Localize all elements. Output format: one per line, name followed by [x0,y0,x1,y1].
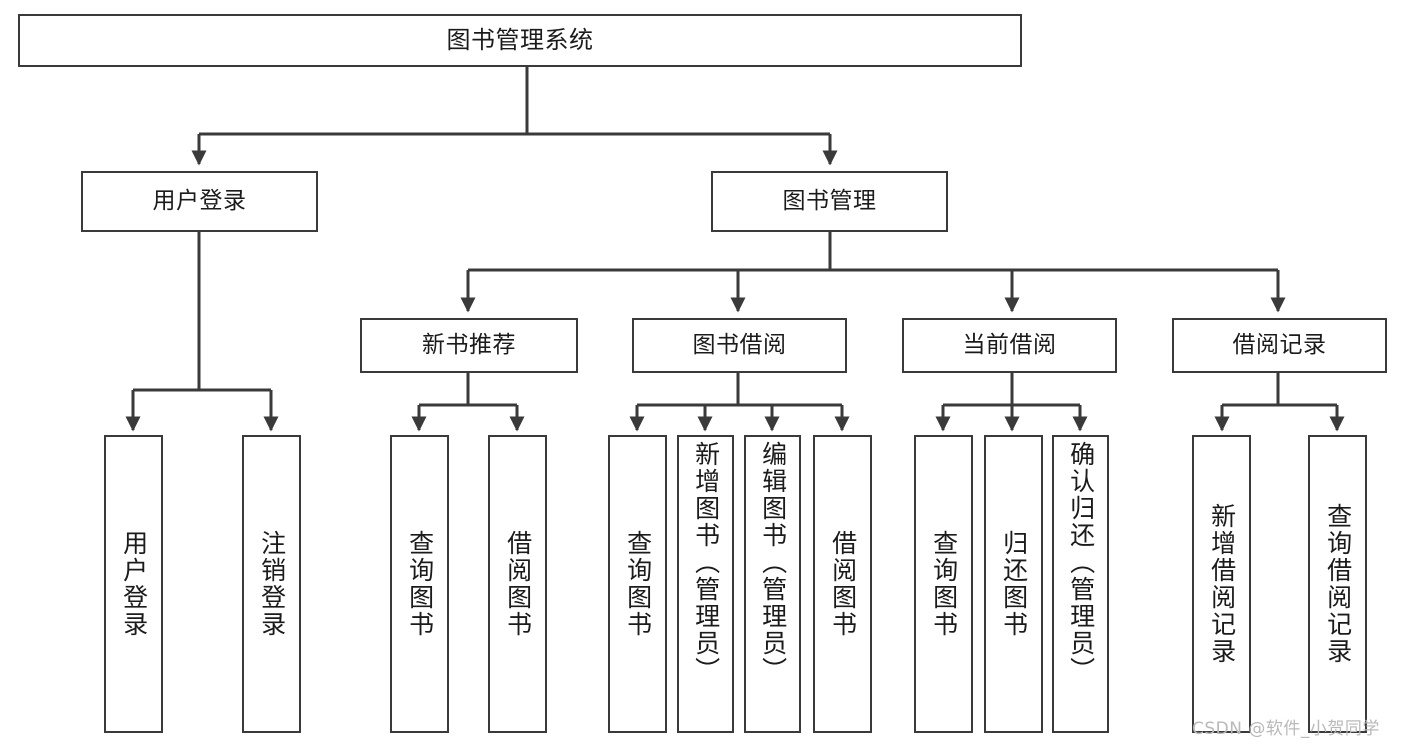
node-label: 编辑图书（管理员） [758,441,788,684]
node-label: 借阅记录 [1232,332,1327,359]
node-label: 图书管理 [782,188,877,215]
node-label: 新书推荐 [422,332,516,359]
node-user-login[interactable]: 用户登录 [81,171,318,232]
node-label: 借阅图书 [828,530,858,638]
leaf-borrow-books-borrowing[interactable]: 借阅图书 [813,435,872,733]
leaf-edit-book-admin[interactable]: 编辑图书（管理员） [744,435,801,733]
node-book-management[interactable]: 图书管理 [711,171,948,232]
csdn-watermark: CSDN @软件_小贺同学 [1192,719,1380,739]
node-label: 注销登录 [257,530,287,638]
leaf-return-book[interactable]: 归还图书 [984,435,1043,733]
node-new-book-recommendation[interactable]: 新书推荐 [360,318,578,373]
node-label: 查询图书 [929,530,959,638]
leaf-query-borrowing-record[interactable]: 查询借阅记录 [1308,435,1367,733]
leaf-borrow-books-recommendation[interactable]: 借阅图书 [488,435,547,733]
node-label: 归还图书 [999,530,1029,638]
node-borrowing-record[interactable]: 借阅记录 [1172,318,1387,373]
node-root-book-management-system[interactable]: 图书管理系统 [18,14,1022,67]
leaf-add-borrowing-record[interactable]: 新增借阅记录 [1192,435,1251,733]
node-label: 用户登录 [152,188,247,215]
node-label: 查询图书 [405,530,435,638]
node-label: 新增借阅记录 [1207,503,1237,665]
leaf-query-books-recommendation[interactable]: 查询图书 [390,435,449,733]
node-label: 用户登录 [119,530,149,638]
leaf-query-books-current[interactable]: 查询图书 [914,435,973,733]
leaf-user-login[interactable]: 用户登录 [104,435,163,733]
node-label: 图书借阅 [692,332,787,359]
node-label: 查询借阅记录 [1323,503,1353,665]
leaf-query-books-borrowing[interactable]: 查询图书 [608,435,667,733]
node-label: 确认归还（管理员） [1066,441,1096,684]
node-label: 查询图书 [623,530,653,638]
node-label: 当前借阅 [962,332,1057,359]
node-current-borrowing[interactable]: 当前借阅 [902,318,1117,373]
node-label: 借阅图书 [503,530,533,638]
node-label: 图书管理系统 [446,25,594,54]
leaf-logout-login[interactable]: 注销登录 [242,435,301,733]
node-label: 新增图书（管理员） [691,441,721,684]
node-book-borrowing[interactable]: 图书借阅 [632,318,847,373]
leaf-add-book-admin[interactable]: 新增图书（管理员） [677,435,734,733]
leaf-confirm-return-admin[interactable]: 确认归还（管理员） [1052,435,1109,733]
